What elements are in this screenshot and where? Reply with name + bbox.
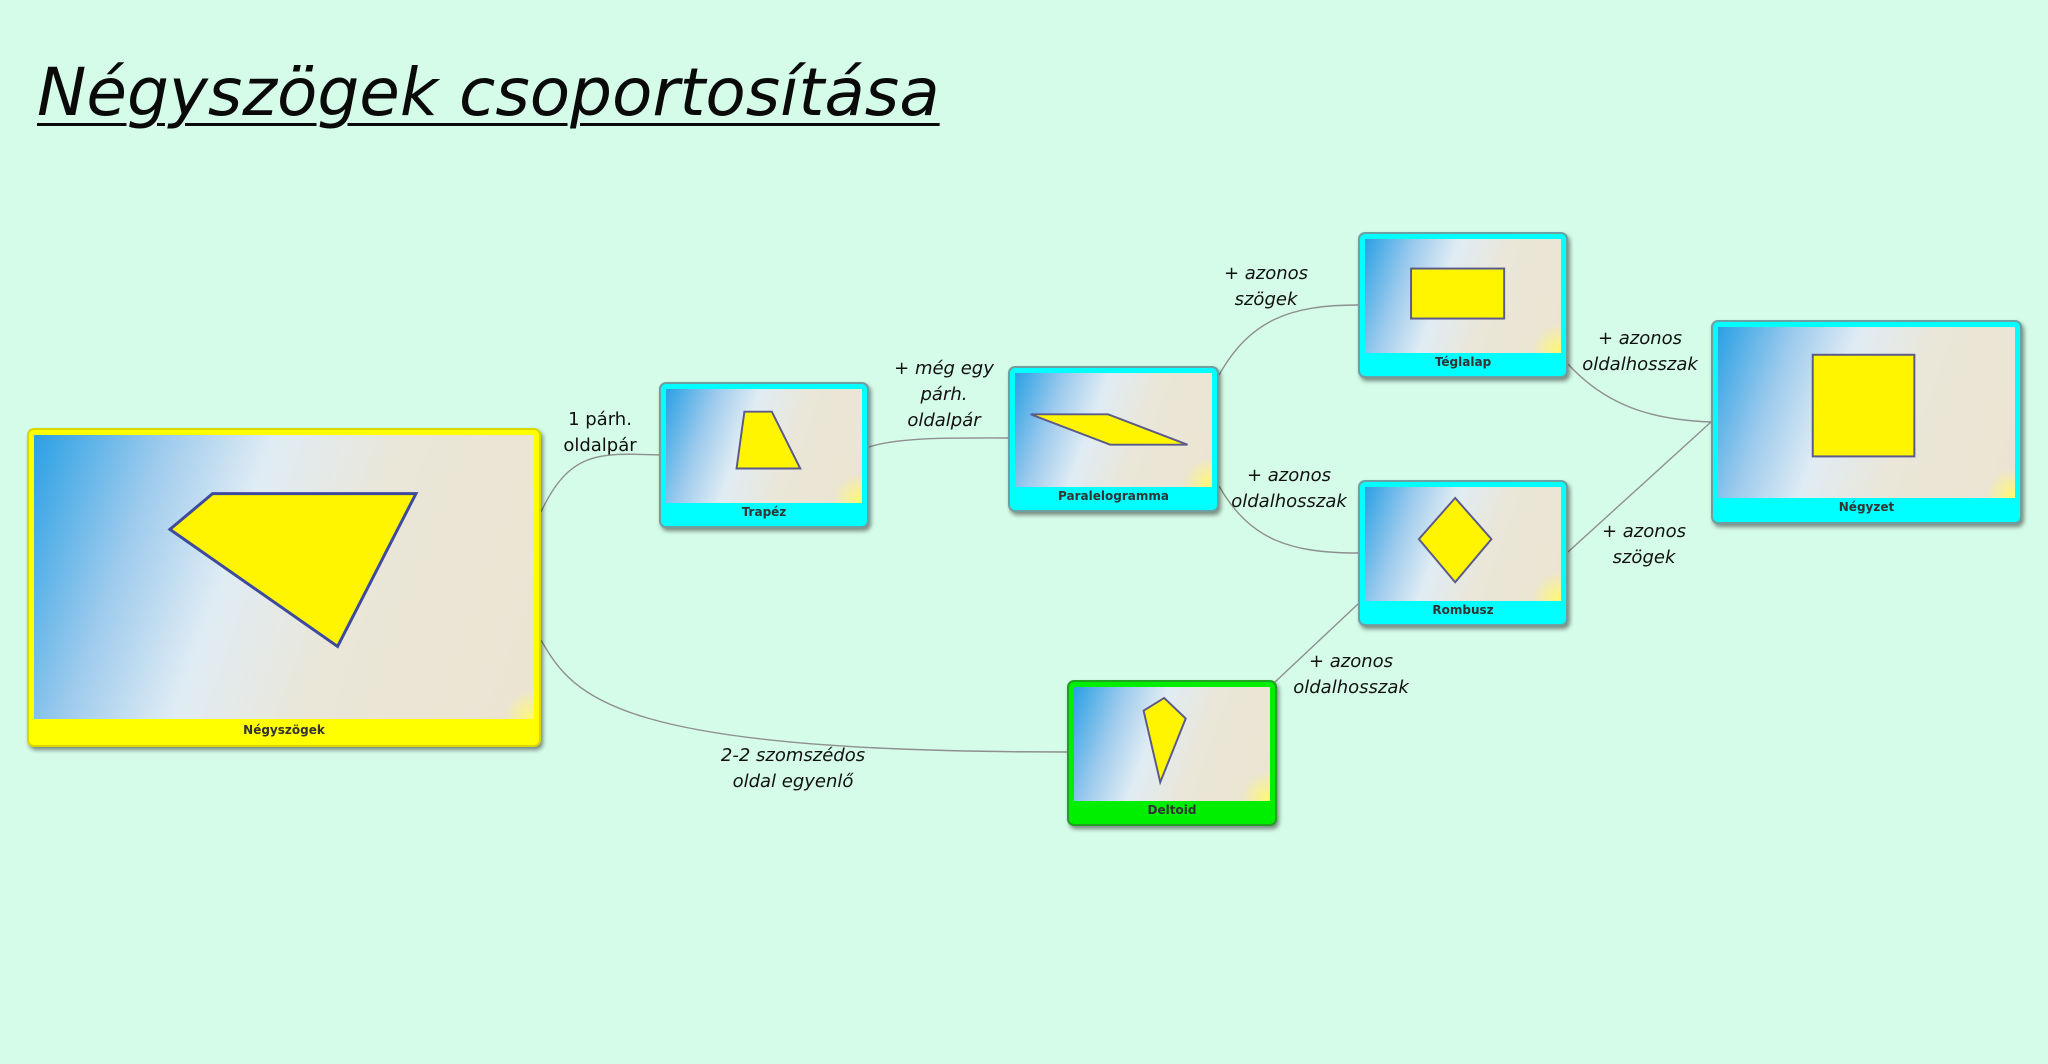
page-title: Négyszögek csoportosítása [37,54,940,131]
quadrilateral-icon [167,492,419,649]
node-rombusz-image [1365,487,1561,601]
trapezoid-icon [735,410,802,470]
connector-negyszogek-trapez [540,453,663,513]
node-deltoid-label: Deltoid [1147,803,1197,817]
connector-negyszogek-deltoid [540,639,1068,753]
node-paralelogramma[interactable]: Paralelogramma [1008,366,1219,512]
node-trapez-label: Trapéz [741,505,787,519]
node-deltoid[interactable]: Deltoid [1067,680,1277,826]
node-paralelogramma-image [1015,373,1212,487]
connector-teglalap-negyzet [1567,363,1712,423]
connector-trapez-paralelogramma [868,437,1009,448]
kite-icon [1142,696,1187,786]
connector-rombusz-negyzet [1567,421,1712,553]
rhombus-icon [1417,496,1493,584]
connector-deltoid-rombusz [1274,603,1359,683]
node-negyszogek-label: Négyszögek [243,723,325,737]
node-paralelogramma-label: Paralelogramma [1058,489,1169,503]
node-trapez[interactable]: Trapéz [659,382,869,528]
parallelogram-icon [1030,413,1188,446]
node-negyzet[interactable]: Négyzet [1711,320,2022,524]
connector-paralelogramma-teglalap [1218,304,1359,376]
node-rombusz[interactable]: Rombusz [1358,480,1568,626]
node-negyzet-label: Négyzet [1838,500,1895,514]
node-deltoid-image [1074,687,1270,801]
edge-label-parh: 1 párh.oldalpár [563,409,637,456]
node-negyzet-image [1718,327,2015,498]
node-teglalap[interactable]: Téglalap [1358,232,1568,378]
node-trapez-image [666,389,862,503]
node-teglalap-label: Téglalap [1434,355,1492,369]
connector-paralelogramma-rombusz [1218,485,1359,554]
rectangle-icon [1410,267,1506,320]
node-teglalap-image [1365,239,1561,353]
square-icon [1811,353,1916,458]
node-negyszogek[interactable]: Négyszögek [27,428,541,747]
node-rombusz-label: Rombusz [1432,603,1494,617]
node-negyszogek-image [34,435,534,719]
